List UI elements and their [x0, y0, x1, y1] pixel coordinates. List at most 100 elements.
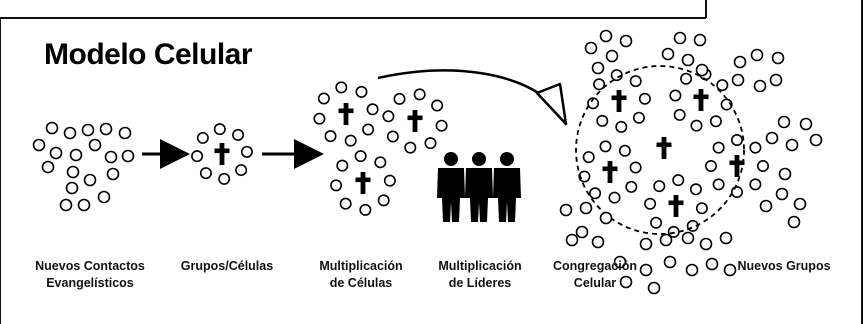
person-dot: [618, 144, 631, 157]
person-dot: [65, 181, 79, 195]
person-dot: [639, 263, 653, 277]
person-dot: [339, 197, 352, 210]
person-dot: [639, 237, 653, 251]
person-dot: [240, 145, 253, 158]
person-icon: [465, 152, 493, 222]
person-dot: [313, 112, 326, 125]
cross-icon: [729, 155, 745, 177]
person-dot: [777, 115, 791, 129]
stage-label-line: de Células: [329, 276, 393, 290]
person-dot: [775, 187, 789, 201]
cell-group: [578, 140, 642, 204]
stage-label-line: Multiplicación: [319, 259, 403, 273]
person-dot: [559, 203, 573, 217]
person-dot: [799, 117, 813, 131]
person-dot: [99, 122, 113, 136]
person-dot: [663, 255, 677, 269]
person-dot: [386, 130, 399, 143]
person-dot: [712, 178, 725, 191]
person-dot: [599, 29, 613, 43]
cell-groups: [191, 68, 769, 238]
person-dot: [593, 78, 606, 91]
person-dot: [719, 231, 733, 245]
cell-group: [704, 134, 769, 199]
person-icon: [437, 152, 465, 222]
person-dot: [699, 237, 713, 251]
person-dot: [695, 202, 708, 215]
person-dot: [771, 51, 785, 65]
new-groups-dots: [559, 29, 823, 295]
stage-label-line: Celular: [573, 276, 617, 290]
person-dot: [69, 148, 83, 162]
person-dot: [704, 160, 717, 173]
person-dot: [599, 140, 612, 153]
person-dot: [575, 225, 589, 239]
cross-icon: [668, 195, 684, 217]
person-dot: [565, 233, 579, 247]
person-dot: [232, 128, 245, 141]
person-dot: [118, 126, 132, 140]
person-dot: [716, 79, 729, 92]
cross-icon: [355, 172, 371, 194]
person-dot: [579, 201, 593, 215]
person-dot: [647, 281, 661, 295]
person-dot: [759, 199, 773, 213]
person-dot: [404, 141, 417, 154]
person-dot: [431, 99, 444, 112]
person-dot: [608, 191, 621, 204]
person-dot: [680, 72, 693, 85]
person-dot: [578, 170, 591, 183]
person-dot: [584, 41, 598, 55]
person-dot: [644, 197, 657, 210]
person-dot: [199, 167, 212, 180]
cell-group: [587, 69, 651, 133]
person-dot: [591, 235, 605, 249]
person-dot: [63, 126, 77, 140]
person-dot: [359, 203, 372, 216]
person-dot: [355, 85, 368, 98]
person-dot: [723, 263, 737, 277]
person-dot: [709, 115, 722, 128]
person-dot: [619, 275, 633, 289]
person-dot: [374, 156, 387, 169]
person-dot: [121, 149, 135, 163]
person-dot: [753, 79, 767, 93]
congregation-circle: [575, 65, 745, 235]
person-dot: [413, 88, 426, 101]
person-dot: [613, 255, 627, 269]
person-dot: [629, 161, 642, 174]
person-dot: [615, 120, 628, 133]
person-dot: [750, 48, 764, 62]
stage-label-contacts: Nuevos Contactos Evangelísticos: [28, 258, 152, 292]
person-dot: [596, 114, 609, 127]
cell-group: [191, 123, 253, 185]
person-dot: [653, 180, 666, 193]
stage-label-new-groups: Nuevos Grupos: [732, 258, 836, 275]
stage-label-line: Grupos/Células: [180, 259, 274, 273]
person-dot: [785, 138, 799, 152]
person-dot: [196, 131, 209, 144]
cross-icon: [602, 161, 618, 183]
person-dot: [787, 215, 801, 229]
person-dot: [344, 134, 357, 147]
cross-icon: [656, 137, 672, 159]
cross-icon: [338, 103, 354, 125]
cell-group: [382, 88, 448, 154]
stage-label-line: Nuevos Contactos: [35, 259, 145, 273]
person-dot: [632, 111, 645, 124]
person-dot: [756, 160, 769, 173]
cross-icon: [611, 90, 627, 112]
person-dot: [733, 55, 747, 69]
person-dot: [366, 103, 379, 116]
cross-icon: [693, 89, 709, 111]
person-dot: [97, 190, 111, 204]
cross-icon: [214, 143, 230, 165]
person-dot: [336, 159, 349, 172]
person-dot: [77, 198, 91, 212]
person-dot: [681, 53, 695, 67]
cell-group: [313, 81, 379, 147]
page-title: Modelo Celular: [44, 38, 253, 71]
stage-label-line: Nuevos Grupos: [737, 259, 831, 273]
